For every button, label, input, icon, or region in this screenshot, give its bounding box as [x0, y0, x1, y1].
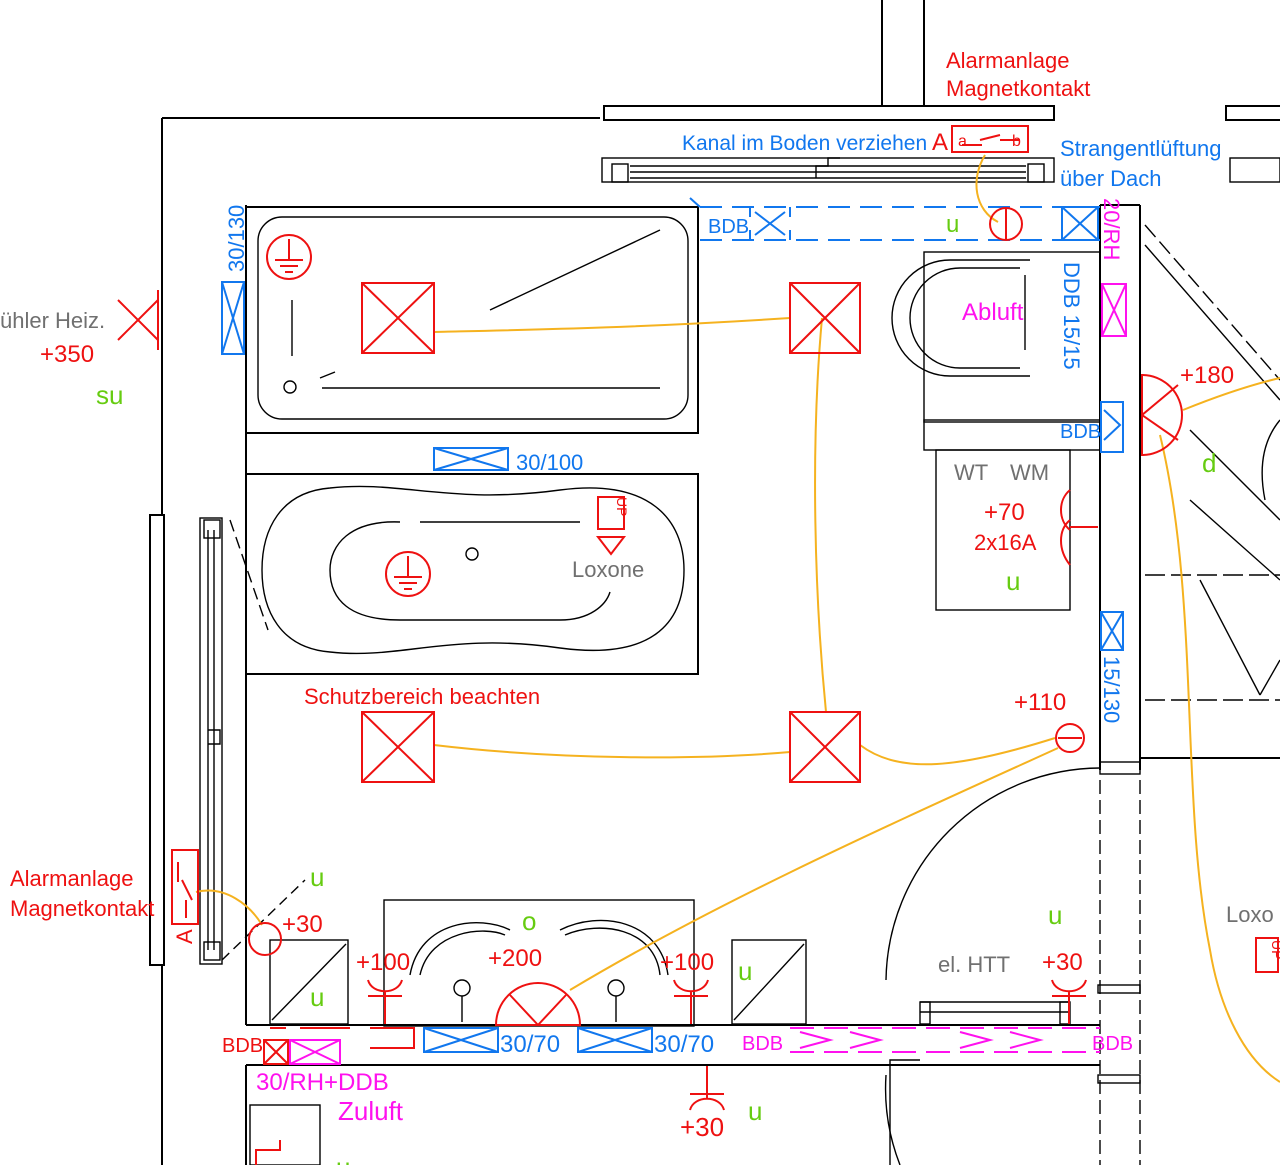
u-bottom-label: u: [748, 1096, 762, 1126]
bdb-bottom-mid-label: BDB: [742, 1033, 783, 1055]
earthing-2: [385, 551, 431, 597]
su-label: su: [96, 380, 123, 410]
plus70-label: +70: [984, 499, 1025, 526]
amps-label: 2x16A: [974, 530, 1037, 555]
alarm-left-a: A: [172, 929, 197, 944]
ceiling-light-3: [361, 711, 435, 783]
electrical: [117, 125, 1279, 1165]
ceiling-light-2: [789, 282, 861, 354]
ceiling-light-4: [789, 711, 861, 783]
bdb-right-label: BDB: [1060, 421, 1101, 443]
plus30-right-label: +30: [1042, 949, 1083, 976]
strang-label-2: über Dach: [1060, 166, 1162, 191]
strang-label: Strangentlüftung: [1060, 136, 1221, 161]
schutz-label: Schutzbereich beachten: [304, 684, 540, 709]
wires: [195, 154, 1280, 1083]
zuluft-label: Zuluft: [338, 1096, 404, 1126]
u-door-label: u: [310, 862, 324, 892]
u-bottom-left-label: u: [336, 1152, 350, 1165]
vert-15130-label: 15/130: [1099, 656, 1124, 723]
d-label: d: [1202, 448, 1216, 478]
u-wm-label: u: [1006, 566, 1020, 596]
alarm-top-label-2: Magnetkontakt: [946, 76, 1090, 101]
up-right-label: UP: [1269, 940, 1280, 959]
plus200-label: +200: [488, 945, 542, 972]
plus180-label: +180: [1180, 362, 1234, 389]
bdb-bottom-right-label: BDB: [1092, 1033, 1133, 1055]
fuehler-label: ühler Heiz.: [0, 308, 105, 333]
u-right-label: u: [1048, 900, 1062, 930]
exhaust: [289, 283, 1127, 1065]
u-top-label: u: [946, 211, 959, 238]
plus30-bottom-label: +30: [680, 1112, 724, 1142]
plus100-right-label: +100: [660, 949, 714, 976]
el-htt-label: el. HTT: [938, 952, 1010, 977]
kanal-label: Kanal im Boden verziehen: [682, 132, 927, 155]
duct-30100-label: 30/100: [516, 450, 583, 475]
alarm-left-label: Alarmanlage: [10, 866, 134, 891]
vert-20rh-label: 20/RH: [1099, 198, 1124, 260]
plus110-label: +110: [1014, 689, 1066, 716]
earthing-1: [266, 234, 312, 280]
walls: [149, 0, 1280, 1165]
duct-3070-a-label: 30/70: [500, 1031, 560, 1058]
vert-30130-label: 30/130: [224, 205, 249, 272]
duct-3070-b-label: 30/70: [654, 1031, 714, 1058]
plus100-left-label: +100: [356, 949, 410, 976]
bdb-bottom-left-label: BDB: [222, 1035, 263, 1057]
kanal-a-label: A: [932, 129, 948, 156]
contact-a: a: [958, 133, 967, 150]
u-left-label: u: [310, 982, 324, 1012]
wm-label: WM: [1010, 460, 1049, 485]
ceiling-light-1: [361, 282, 435, 354]
o-label: o: [522, 906, 536, 936]
alarm-left-label-2: Magnetkontakt: [10, 896, 154, 921]
fixtures: [221, 206, 1101, 1027]
wt-label: WT: [954, 460, 988, 485]
plus30-left-label: +30: [282, 911, 323, 938]
ddb-1515-label: DDB 15/15: [1059, 262, 1084, 370]
plus350-label: +350: [40, 341, 94, 368]
loxone-right-label: Loxo: [1226, 902, 1274, 927]
rh-ddb-label: 30/RH+DDB: [256, 1069, 389, 1096]
bdb-top-label: BDB: [708, 216, 749, 238]
ventilation: [221, 197, 1124, 1053]
contact-b: b: [1012, 133, 1021, 150]
up-label: UP: [614, 497, 630, 516]
loxone-label: Loxone: [572, 557, 644, 582]
u-mid-label: u: [738, 956, 752, 986]
labels: Alarmanlage Magnetkontakt Kanal im Boden…: [0, 48, 1280, 1165]
alarm-top-label: Alarmanlage: [946, 48, 1070, 73]
abluft-label: Abluft: [962, 299, 1024, 326]
